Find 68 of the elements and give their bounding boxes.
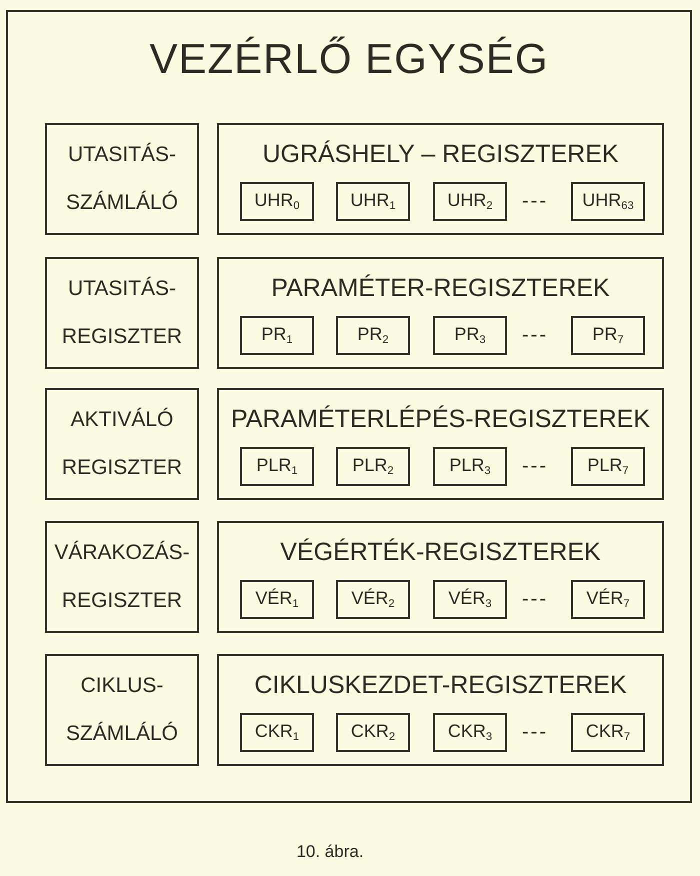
ellipsis-dashes: --- [522,325,548,345]
group-heading: VÉGÉRTÉK-REGISZTEREK [280,538,601,567]
register-label: PLR$_{2}$ [352,454,394,478]
register-label: PLR$_{3}$ [449,454,491,478]
group-heading: PARAMÉTER-REGISZTEREK [271,274,610,303]
register-group-box [217,388,664,500]
register-group-box [217,257,664,369]
ellipsis-dashes: --- [522,722,548,742]
register-name: AKTIVÁLÓ REGISZTER [60,406,184,481]
register-name: VÁRAKOZÁS- REGISZTER [53,540,191,614]
register-box [45,521,199,633]
register-name: UTASITÁS- REGISZTER [60,276,184,350]
register-group-box [217,654,664,766]
register-slot-box [433,182,507,221]
register-group-box [217,123,664,235]
register-box [45,654,199,766]
register-slot-box [240,580,314,619]
register-label: VÉR$_{1}$ [255,588,299,612]
register-slot-box [336,713,410,752]
register-slot-box [571,447,645,486]
register-label: CKR$_{2}$ [350,720,396,744]
register-box [45,257,199,369]
register-slot-box [433,316,507,355]
register-label: VÉR$_{2}$ [351,588,395,612]
register-slot-box [336,316,410,355]
ellipsis-dashes: --- [522,456,548,476]
register-slot-box [571,182,645,221]
group-heading: CIKLUSKEZDET-REGISZTEREK [254,671,627,700]
register-slot-box [240,182,314,221]
register-slot-box [240,316,314,355]
frame-title: VEZÉRLŐ EGYSÉG [149,36,549,82]
unit-frame [6,10,692,803]
register-label: CKR$_{7}$ [586,720,630,744]
figure-caption: 10. ábra. [296,842,364,862]
register-name: UTASITÁS- SZÁMLÁLÓ [64,142,180,216]
register-label: PLR$_{7}$ [587,454,629,478]
register-label: PLR$_{1}$ [256,454,298,478]
register-slot-box [240,447,314,486]
register-label: VÉR$_{7}$ [586,588,630,612]
register-slot-box [433,713,507,752]
register-label: CKR$_{3}$ [448,720,492,744]
register-label: UHR$_{63}$ [582,190,634,214]
group-heading: UGRÁSHELY – REGISZTEREK [262,140,619,169]
register-label: PR$_{7}$ [592,324,624,348]
register-label: PR$_{2}$ [357,324,389,348]
group-heading: PARAMÉTERLÉPÉS-REGISZTEREK [230,405,650,434]
register-label: VÉR$_{3}$ [448,588,492,612]
register-slot-box [336,580,410,619]
register-label: UHR$_{0}$ [254,190,300,214]
register-name: CIKLUS- SZÁMLÁLÓ [64,673,180,747]
register-slot-box [571,580,645,619]
register-slot-box [433,447,507,486]
register-label: CKR$_{1}$ [254,720,300,744]
register-box [45,388,199,500]
register-slot-box [571,316,645,355]
register-label: UHR$_{2}$ [447,190,493,214]
register-group-box [217,521,664,633]
register-label: UHR$_{1}$ [350,190,396,214]
register-label: PR$_{3}$ [454,324,486,348]
register-slot-box [433,580,507,619]
ellipsis-dashes: --- [522,191,548,211]
register-label: PR$_{1}$ [261,324,293,348]
register-slot-box [336,447,410,486]
register-slot-box [571,713,645,752]
register-slot-box [240,713,314,752]
register-box [45,123,199,235]
ellipsis-dashes: --- [522,589,548,609]
register-slot-box [336,182,410,221]
